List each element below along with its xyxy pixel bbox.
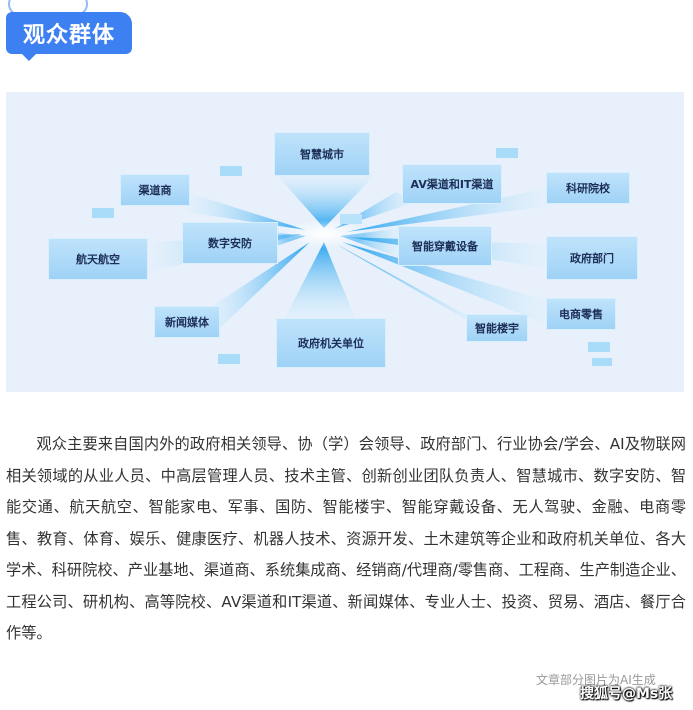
node-smart-building: 智能楼宇 (466, 314, 528, 342)
deco-tile (592, 358, 612, 366)
deco-tile (496, 148, 518, 158)
deco-tile (218, 354, 240, 364)
deco-tile (340, 214, 362, 224)
node-label: 智能穿戴设备 (412, 240, 478, 253)
node-label: 智能楼宇 (475, 322, 519, 335)
ray-channel-dealer (186, 192, 306, 230)
deco-tile (588, 342, 610, 352)
node-label: AV渠道和IT渠道 (410, 178, 494, 191)
node-label: 渠道商 (138, 184, 172, 197)
node-digital-security: 数字安防 (182, 222, 278, 264)
ray-smart-city (276, 174, 376, 228)
audience-diagram: 智慧城市 渠道商 AV渠道和IT渠道 科研院校 航天航空 数字安防 智能穿戴设备… (6, 92, 684, 392)
node-research-institute: 科研院校 (546, 172, 630, 204)
audience-description: 观众主要来自国内外的政府相关领导、协（学）会领导、政府部门、行业协会/学会、AI… (6, 435, 686, 642)
ray-gov-agency (284, 242, 356, 320)
author-watermark: 搜狐号@Ms张 (580, 686, 673, 702)
node-label: 政府机关单位 (298, 337, 364, 350)
node-aerospace: 航天航空 (48, 238, 148, 280)
ray-smart-building (336, 244, 484, 330)
node-news-media: 新闻媒体 (154, 306, 220, 338)
center-glow (284, 220, 364, 248)
node-ecommerce-retail: 电商零售 (546, 298, 616, 330)
section-title: 观众群体 (22, 23, 115, 48)
ray-news-media (206, 242, 310, 328)
deco-tile (220, 166, 242, 176)
deco-tile (92, 208, 114, 218)
node-av-it-channel: AV渠道和IT渠道 (402, 164, 502, 204)
node-smart-wearables: 智能穿戴设备 (398, 226, 492, 266)
ai-image-note: 文章部分图片为AI生成 (536, 673, 656, 687)
title-tag-pointer (20, 52, 38, 61)
node-government-dept: 政府部门 (546, 236, 638, 280)
node-label: 政府部门 (570, 252, 614, 265)
node-smart-city: 智慧城市 (274, 132, 370, 176)
node-label: 新闻媒体 (165, 316, 209, 329)
node-label: 数字安防 (208, 237, 252, 250)
section-title-tag: 观众群体 (6, 12, 132, 54)
node-channel-dealer: 渠道商 (120, 174, 190, 206)
node-label: 智慧城市 (300, 148, 344, 161)
ray-ecommerce (342, 242, 546, 324)
node-label: 电商零售 (559, 308, 603, 321)
node-label: 科研院校 (566, 182, 610, 195)
node-gov-agency: 政府机关单位 (276, 318, 386, 368)
node-label: 航天航空 (76, 253, 120, 266)
